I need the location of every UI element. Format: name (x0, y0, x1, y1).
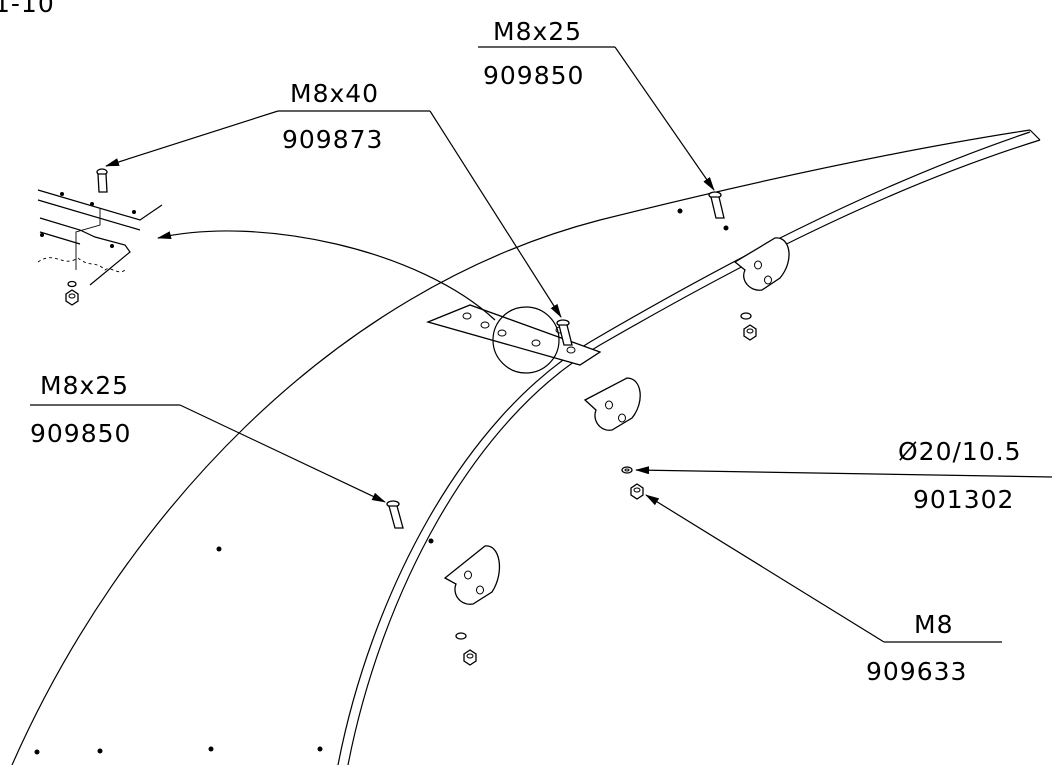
corner-label: 1-10 (0, 0, 55, 18)
washer-upper-icon (740, 312, 752, 320)
callout-washer: Ø20/10.5 901302 (635, 437, 1053, 514)
bracket-middle (583, 377, 641, 431)
bolt-splice-icon (556, 319, 573, 346)
bolt-top-icon (708, 191, 725, 219)
callout-top-bolt-part: 909850 (483, 61, 584, 90)
callout-nut-size: M8 (914, 610, 953, 639)
callout-left-bolt: M8x25 909850 (30, 371, 386, 503)
callout-top-bolt: M8x25 909850 (478, 17, 715, 191)
detail-arrow (157, 230, 496, 321)
callout-nut-part: 909633 (866, 657, 967, 686)
callout-top-bolt-size: M8x25 (493, 17, 582, 46)
washer-lower-icon (455, 632, 467, 640)
nut-icon (630, 483, 644, 500)
callout-nut: M8 909633 (645, 494, 1002, 686)
callout-mid-bolt-size: M8x40 (290, 79, 379, 108)
nut-lower-icon (463, 649, 477, 666)
washer-icon (621, 466, 633, 474)
nut-upper-icon (743, 324, 757, 341)
callout-washer-part: 901302 (913, 485, 1014, 514)
bolt-left-icon (386, 500, 404, 529)
detail-view (37, 168, 163, 306)
callout-mid-bolt: M8x40 909873 (105, 79, 562, 318)
callout-mid-bolt-part: 909873 (282, 125, 383, 154)
callout-washer-size: Ø20/10.5 (898, 437, 1022, 466)
callout-left-bolt-part: 909850 (30, 419, 131, 448)
bracket-upper (733, 237, 790, 291)
bracket-lower (443, 545, 501, 605)
callout-left-bolt-size: M8x25 (40, 371, 129, 400)
detail-circle (492, 306, 560, 374)
